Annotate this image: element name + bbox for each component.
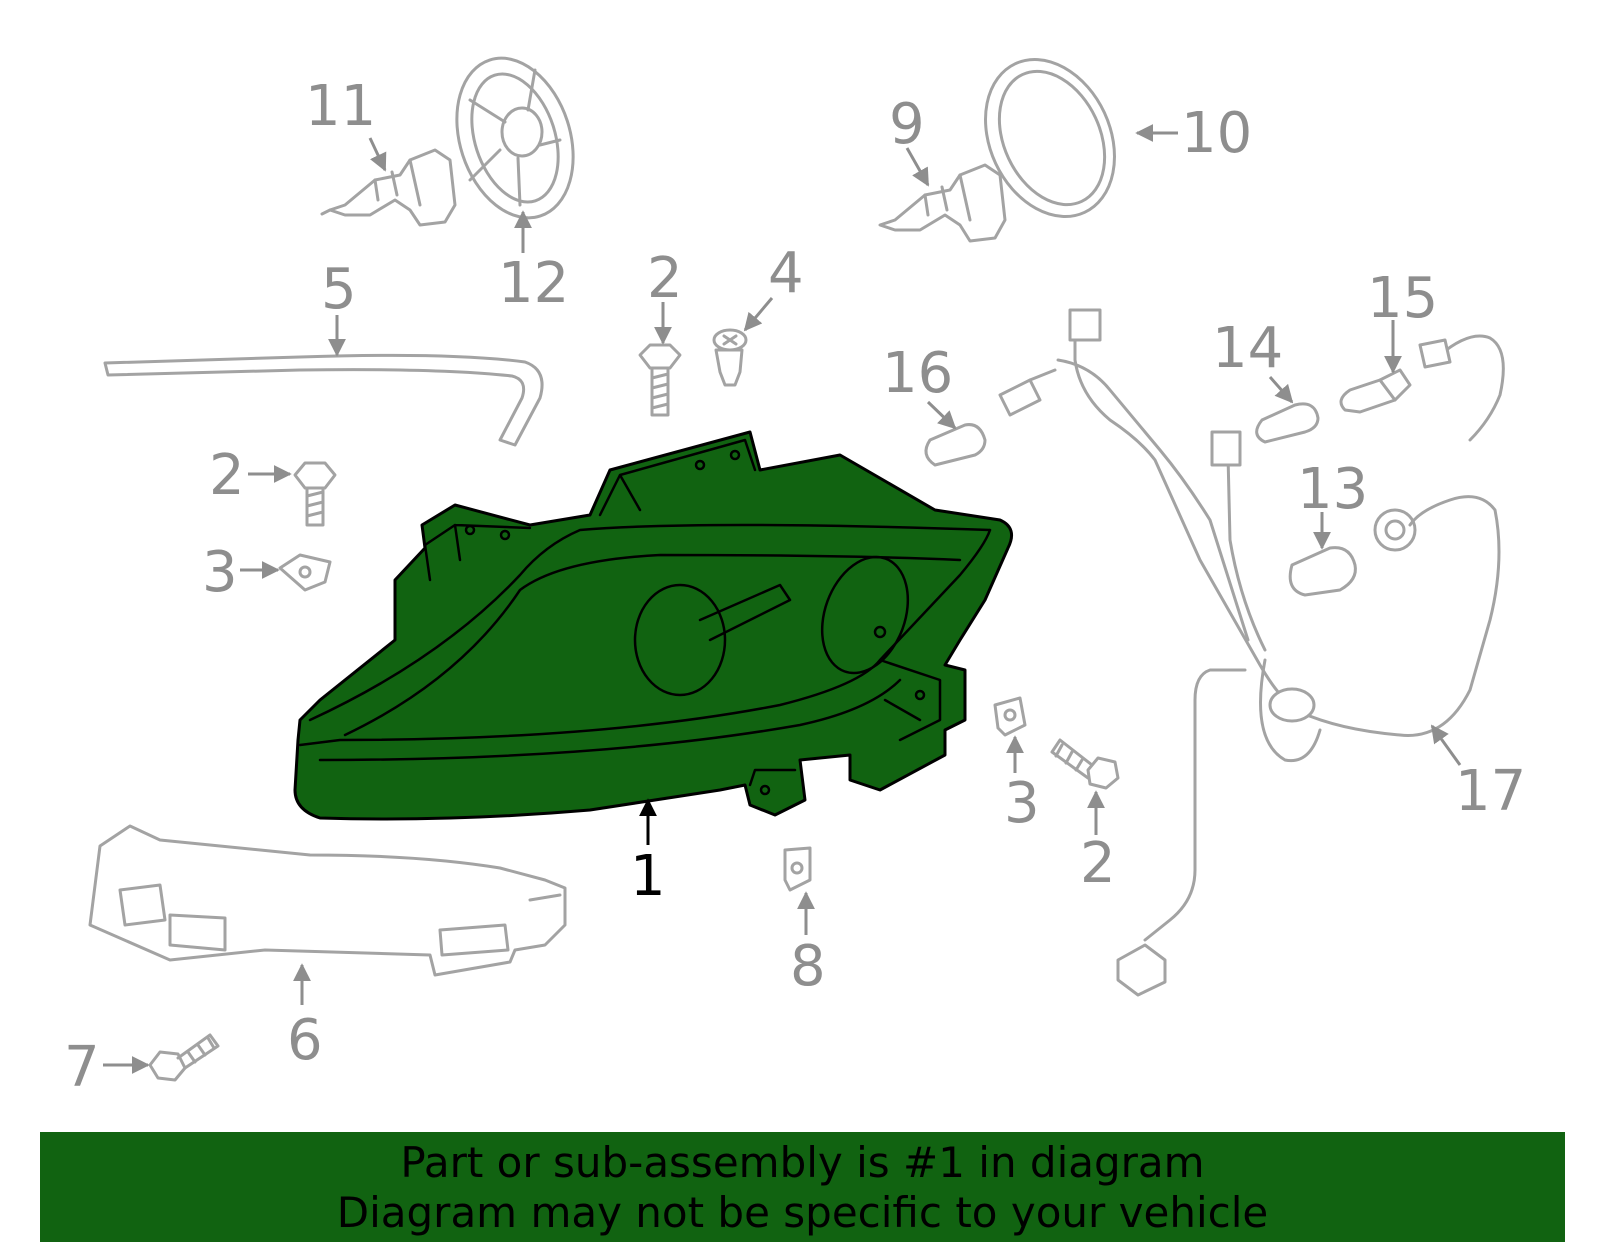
callout-16: 16	[882, 341, 953, 406]
callout-2-left: 2	[209, 443, 245, 508]
part-15-bulb	[1339, 368, 1412, 414]
callout-2-right: 2	[1080, 831, 1116, 896]
callout-7: 7	[64, 1035, 100, 1100]
part-6-bracket	[88, 824, 567, 977]
callout-5: 5	[321, 257, 357, 322]
part-7-bolt	[148, 1033, 220, 1082]
callout-12: 12	[498, 251, 569, 316]
part-17-harness	[998, 308, 1505, 997]
part-2-bolt-left	[293, 461, 337, 527]
callouts: 11 12 9 10 5 2 4 2 3 16 14 15 13 17 3 2 …	[64, 74, 1526, 1100]
callout-2-top: 2	[647, 246, 683, 311]
part-4-clip	[712, 328, 748, 387]
callout-14: 14	[1212, 316, 1283, 381]
part-16-bulb	[924, 423, 987, 467]
parts-diagram: 11 12 9 10 5 2 4 2 3 16 14 15 13 17 3 2 …	[64, 56, 1526, 1100]
callout-1: 1	[630, 844, 666, 909]
callout-15: 15	[1367, 266, 1438, 331]
part-1-headlamp[interactable]	[293, 430, 1014, 821]
callout-3-left: 3	[202, 540, 238, 605]
part-12-cover	[455, 56, 575, 220]
part-11-bulb	[320, 148, 457, 227]
callout-9: 9	[889, 92, 925, 157]
callout-13: 13	[1297, 457, 1368, 522]
banner-line-2: Diagram may not be specific to your vehi…	[336, 1188, 1269, 1237]
part-3-nut-right	[993, 696, 1027, 737]
callout-10: 10	[1181, 101, 1252, 166]
part-14-bulb	[1255, 402, 1320, 444]
leader-lines	[103, 124, 1462, 1074]
part-2-bolt-right	[1050, 738, 1120, 790]
part-9-bulb	[878, 163, 1007, 243]
callout-3-right: 3	[1004, 771, 1040, 836]
callout-17: 17	[1455, 759, 1526, 824]
part-3-nut-left	[278, 553, 332, 592]
info-banner: Part or sub-assembly is #1 in diagram Di…	[40, 1132, 1565, 1242]
banner-line-1: Part or sub-assembly is #1 in diagram	[400, 1138, 1205, 1187]
part-8-clip	[783, 846, 812, 892]
callout-8: 8	[790, 934, 826, 999]
part-5-seal	[103, 353, 544, 447]
callout-4: 4	[768, 241, 804, 306]
callout-11: 11	[305, 74, 376, 139]
part-10-ring	[984, 57, 1116, 219]
part-13-bulb	[1288, 508, 1417, 597]
part-2-bolt-top	[638, 343, 682, 417]
callout-6: 6	[287, 1008, 323, 1073]
